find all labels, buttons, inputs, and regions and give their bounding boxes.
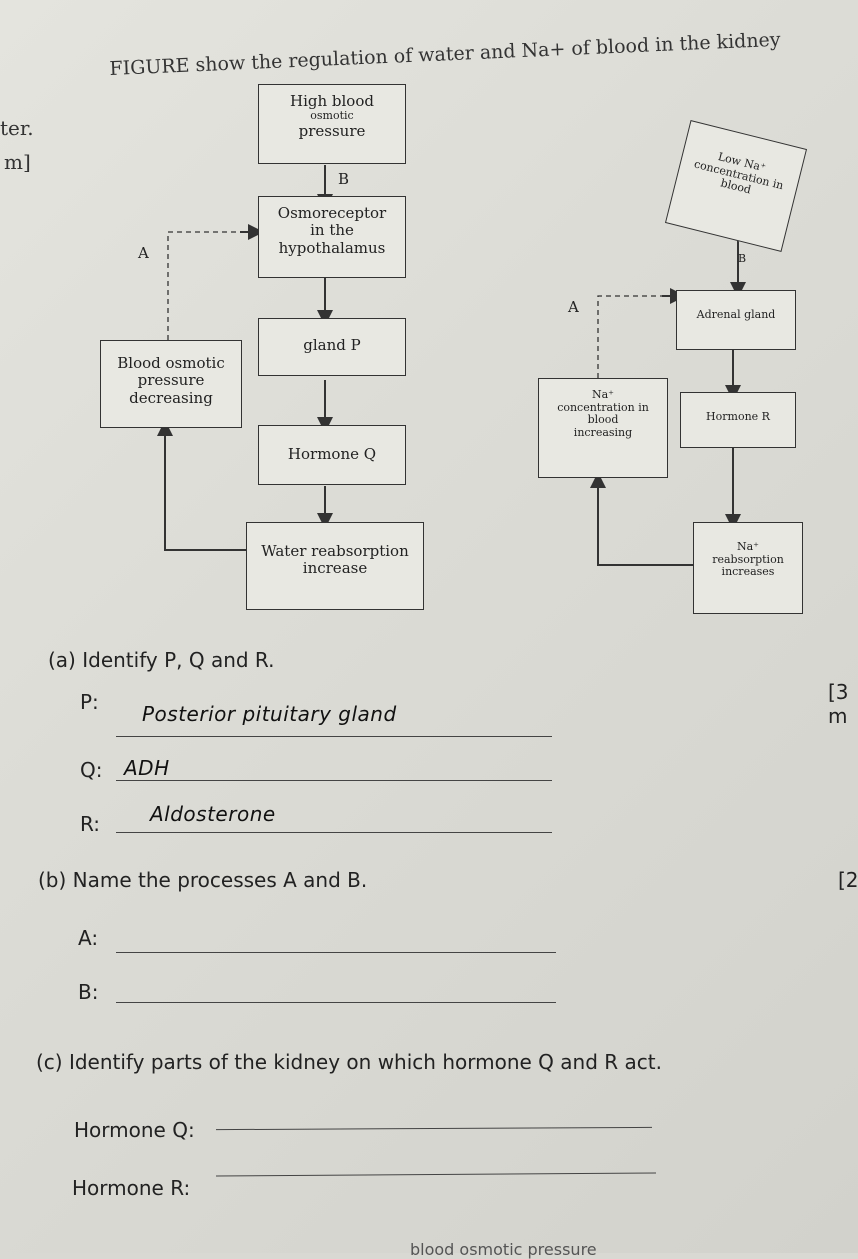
box-hormone-r: Hormone R	[680, 392, 796, 448]
na-reabs-line2: reabsorption	[712, 552, 784, 566]
answer-a-label: A:	[78, 926, 99, 950]
high-blood-line2: osmotic	[310, 109, 354, 123]
answer-q-label: Q:	[80, 758, 103, 782]
answer-b-line[interactable]	[116, 1002, 556, 1003]
question-c-text: (c) Identify parts of the kidney on whic…	[36, 1050, 662, 1074]
blood-osm-line3: decreasing	[129, 388, 213, 407]
question-a-marks: [3 m	[828, 680, 849, 728]
adrenal-text: Adrenal gland	[696, 308, 776, 321]
label-b-right: B	[738, 252, 747, 265]
box-high-blood-osmotic-pressure: High blood osmotic pressure	[258, 84, 406, 164]
dashed-a-left	[167, 231, 250, 340]
answer-p-text[interactable]: Posterior pituitary gland	[142, 702, 397, 726]
answer-r-text[interactable]: Aldosterone	[150, 802, 276, 826]
label-a-left: A	[138, 244, 149, 262]
feedback-line-left	[164, 430, 248, 551]
box-na-concentration-increasing: Na⁺ concentration in blood increasing	[538, 378, 668, 478]
box-water-reabsorption: Water reabsorption increase	[246, 522, 424, 610]
answer-b-label: B:	[78, 980, 99, 1004]
box-adrenal-gland: Adrenal gland	[676, 290, 796, 350]
na-conc-line2: concentration in	[557, 400, 649, 414]
answer-p-label: P:	[80, 690, 99, 714]
blood-osm-line2: pressure	[137, 371, 205, 390]
water-line1: Water reabsorption	[261, 542, 409, 560]
question-a-text: (a) Identify P, Q and R.	[48, 648, 275, 672]
osmo-line3: hypothalamus	[278, 238, 386, 257]
box-blood-osmotic-decreasing: Blood osmotic pressure decreasing	[100, 340, 242, 428]
na-conc-line1: Na⁺	[592, 388, 614, 401]
high-blood-line3: pressure	[298, 121, 366, 140]
na-reabs-line1: Na⁺	[737, 540, 759, 553]
question-b-marks: [2	[838, 868, 858, 892]
label-a-right: A	[568, 298, 579, 316]
margin-fragment-mid: m]	[4, 150, 31, 174]
answer-hormone-r-label: Hormone R:	[72, 1176, 191, 1200]
question-b-text: (b) Name the processes A and B.	[38, 868, 368, 892]
answer-r-label: R:	[80, 812, 101, 836]
answer-hormone-q-label: Hormone Q:	[74, 1118, 195, 1142]
feedback-line-right	[597, 484, 693, 566]
na-conc-line4: increasing	[573, 425, 633, 439]
na-conc-line3: blood	[587, 413, 619, 427]
dashed-a-right	[597, 295, 668, 378]
na-reabs-line3: increases	[721, 565, 775, 579]
answer-p-line	[116, 736, 552, 737]
osmo-line1: Osmoreceptor	[277, 204, 387, 222]
label-b-left: B	[338, 170, 350, 188]
hormone-q-text: Hormone Q	[287, 445, 377, 463]
footer-cutoff-text: blood osmotic pressure	[410, 1240, 597, 1259]
margin-fragment-top: ter.	[0, 116, 34, 140]
hormone-r-text: Hormone R	[706, 410, 770, 423]
box-gland-p: gland P	[258, 318, 406, 376]
answer-hormone-r-line[interactable]	[216, 1172, 656, 1177]
box-hormone-q: Hormone Q	[258, 425, 406, 485]
blood-osm-line1: Blood osmotic	[117, 354, 225, 372]
osmo-line2: in the	[310, 221, 354, 240]
answer-r-line	[116, 832, 552, 833]
gland-p-text: gland P	[303, 336, 361, 354]
box-na-reabsorption: Na⁺ reabsorption increases	[693, 522, 803, 614]
answer-hormone-q-line[interactable]	[216, 1126, 652, 1131]
water-line2: increase	[302, 559, 368, 578]
flowchart-connectors	[157, 165, 746, 566]
answer-a-line[interactable]	[116, 952, 556, 953]
high-blood-line1: High blood	[290, 92, 374, 110]
box-osmoreceptor: Osmoreceptor in the hypothalamus	[258, 196, 406, 278]
answer-q-line	[116, 780, 552, 781]
answer-q-text[interactable]: ADH	[124, 756, 170, 780]
